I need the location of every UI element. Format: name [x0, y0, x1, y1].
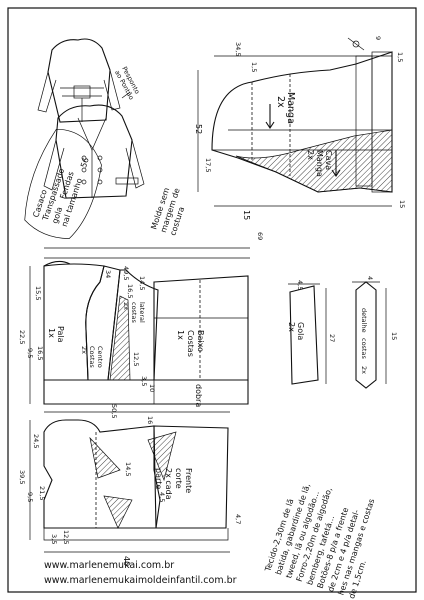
sleeve-label: Manga 2x — [275, 92, 296, 124]
bag-detail-label-3: 2x — [360, 366, 368, 374]
m-back-b2: 16,5 — [36, 346, 44, 360]
m-front-side: 24,5 — [32, 434, 40, 448]
bag-detail-piece — [352, 281, 387, 389]
front-label-1: Frente — [184, 468, 193, 493]
m-front-bottom: 12,5 — [62, 530, 70, 544]
front-piece — [29, 411, 230, 553]
under-sleeve-label-2: Manga — [315, 150, 324, 177]
m-front-neck: 9,5 — [26, 492, 34, 502]
collar-piece — [288, 283, 327, 385]
footer-url-2[interactable]: www.marlenemukaimoldeinfantil.com.br — [44, 575, 237, 586]
back-low-label-3: 1x — [176, 330, 185, 340]
sheet-border — [7, 7, 417, 593]
m-back-hem: 10 — [148, 384, 156, 392]
pattern-title: Casaco Transpassado gola Fendas nal tama… — [24, 128, 102, 239]
sleeve-label-1: Manga — [285, 92, 296, 124]
m-front-width: 50,5 — [110, 404, 118, 418]
sleeve-label-2: 2x — [275, 96, 286, 108]
pala-label: Pala 1x — [47, 326, 65, 343]
back-low-label-2: Costas — [186, 330, 195, 357]
bag-detail-label-2: costas — [360, 338, 368, 359]
m-back-armhole: 14,5 — [138, 276, 146, 290]
m-back-height: 22,5 — [18, 330, 26, 344]
pala-label-1: Pala — [56, 326, 65, 343]
collar-label: Gola 2x — [287, 322, 305, 340]
pocket-note: Pesponto ao Pontão — [113, 65, 141, 101]
m-collar-w: 4,5 — [296, 280, 304, 290]
sleeve-measurements: 34,5 52 17,5 15 1,5 9 1,5 15 — [194, 36, 406, 220]
collar-label-2: 2x — [287, 322, 296, 332]
fold-label-back: dobra — [194, 384, 203, 407]
under-sleeve-label: Cava Manga 2x — [306, 150, 333, 177]
m-bag-w: 4 — [366, 276, 374, 280]
m-back-neck: 15,5 — [34, 286, 42, 300]
under-sleeve-label-3: 2x — [306, 150, 315, 160]
back-low-label-1: Baixo — [196, 330, 205, 352]
front-label-3: 2x cada — [164, 468, 173, 500]
m-front-hem: 4,5 — [158, 492, 166, 502]
lateral-back-label-3: 2x — [122, 302, 130, 310]
front-label-4: parte — [154, 468, 163, 489]
m-collar-len: 27 — [328, 334, 336, 342]
no-seam-note: Molde sem margem de costura — [149, 186, 186, 236]
m-back-b5: 16,5 — [126, 284, 134, 298]
sleeve-piece — [197, 37, 393, 207]
back-low-label: Baixo Costas 1x — [176, 330, 205, 357]
coat-sketches — [37, 38, 145, 199]
bag-detail-label-1: detalhe — [360, 308, 368, 333]
m-bag-len: 15 — [390, 332, 398, 340]
m-sleeve-d: 15 — [398, 200, 406, 208]
side-back-label-1: Centro — [96, 346, 104, 368]
m-front-collar: 21,5 — [38, 486, 46, 500]
side-back-label-2: Costas — [88, 346, 96, 368]
fold-label-back-text: dobra — [194, 384, 203, 407]
side-back-label: Centro Costas 2x — [80, 346, 104, 368]
m-front-armhole: 16 — [146, 416, 154, 424]
m-front-hem2: 4,7 — [234, 514, 242, 524]
fabric-note: Tecido-2,30m de lã batida, gabardine de … — [263, 482, 376, 599]
m-front-width-low: 40 — [122, 556, 131, 566]
side-back-label-3: 2x — [80, 346, 88, 354]
m-front-height: 39,5 — [18, 470, 26, 484]
footer: www.marlenemukai.com.br www.marlenemukai… — [44, 560, 237, 586]
m-sleeve-c: 1,5 — [396, 52, 404, 62]
bag-detail-label: detalhe costas 2x — [360, 308, 368, 374]
m-sleeve-top: 17,5 — [204, 158, 212, 172]
m-back-b1: 9,5 — [26, 348, 34, 358]
lateral-back-label-1: lateral — [138, 302, 146, 323]
back-pieces — [29, 247, 250, 405]
lateral-back-label-2: costas — [130, 302, 138, 323]
m-sleeve-b: 9 — [374, 36, 382, 40]
m-back-width: 34 — [104, 270, 112, 278]
under-sleeve-label-1: Cava — [324, 150, 333, 170]
m-sleeve-length: 52 — [194, 124, 203, 134]
back-measurements: 34 49,5 22,5 15,5 14,5 9,5 16,5 12,5 3,5… — [18, 232, 264, 392]
front-measurements: 50,5 40 39,5 24,5 9,5 21,5 16 14,5 4,5 4… — [18, 404, 242, 566]
title-line-6: 56 — [79, 156, 91, 168]
m-back-b3: 12,5 — [132, 352, 140, 366]
m-back-full: 69 — [256, 232, 264, 240]
m-sleeve-cuff: 15 — [242, 210, 251, 220]
m-sleeve-width: 34,5 — [234, 42, 242, 56]
m-sleeve-a: 1,5 — [250, 62, 258, 72]
pala-label-2: 1x — [47, 328, 56, 338]
m-back-b4: 3,5 — [140, 376, 148, 386]
front-label-2: corte — [174, 468, 183, 489]
lateral-back-label: lateral costas 2x — [122, 302, 146, 323]
m-back-width2: 49,5 — [122, 266, 130, 280]
footer-url-1[interactable]: www.marlenemukai.com.br — [44, 560, 174, 571]
m-front-side2: 14,5 — [124, 462, 132, 476]
collar-label-1: Gola — [296, 322, 305, 340]
m-front-ext: 3,5 — [50, 534, 58, 544]
front-label: Frente corte 2x cada parte — [154, 468, 193, 500]
